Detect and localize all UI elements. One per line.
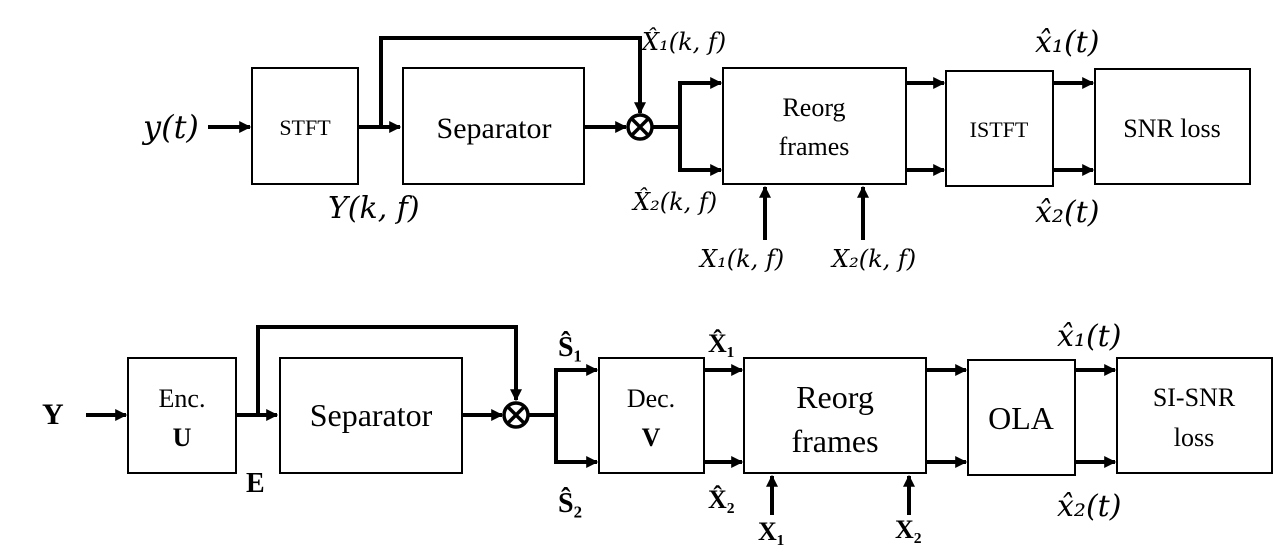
top-input-label: y(t) — [141, 108, 199, 146]
bottom-separator-label: Separator — [310, 397, 433, 433]
istft-block — [945, 70, 1054, 187]
si-snr-loss-block — [1116, 357, 1273, 474]
top-out2-label: x̂₂(t) — [1035, 195, 1099, 230]
encoder-label: Enc. — [159, 384, 206, 413]
top-separator-label: Separator — [437, 112, 552, 145]
top-pipeline: y(t) STFT Y(k, f) Separator X̂₁(k, f) X̂… — [141, 25, 1251, 273]
top-multiply-icon — [626, 113, 654, 141]
stft-label: STFT — [279, 115, 331, 140]
x2hat-label: X̂₂ — [708, 485, 735, 514]
bottom-multiply-icon — [502, 401, 530, 429]
bottom-out1-label: x̂₁(t) — [1057, 319, 1121, 354]
x1hat-label: X̂₁ — [708, 329, 735, 358]
top-ref1-label: X₁(k, f) — [698, 245, 784, 273]
bottom-input-label: Y — [42, 398, 64, 431]
decoder-matrix-label: V — [642, 423, 661, 452]
mask-top-label: X̂₁(k, f) — [640, 28, 726, 56]
bottom-ref2-label: X₂ — [895, 515, 922, 544]
mask-bottom-label: X̂₂(k, f) — [631, 188, 717, 216]
decoder-label: Dec. — [627, 384, 675, 413]
istft-label: ISTFT — [970, 117, 1029, 142]
top-reorg-label-2: frames — [779, 132, 850, 161]
top-ref2-label: X₂(k, f) — [830, 245, 916, 273]
bottom-skip-connection — [256, 325, 522, 415]
bottom-separator-block — [279, 357, 463, 474]
top-reorg-block — [722, 67, 907, 185]
bottom-reorg-label-2: frames — [791, 423, 878, 459]
bottom-reorg-label-1: Reorg — [796, 379, 874, 415]
encoder-block — [127, 357, 237, 474]
snr-loss-label: SNR loss — [1123, 114, 1221, 143]
top-skip-connection — [379, 36, 646, 127]
si-snr-loss-label-2: loss — [1174, 423, 1214, 452]
s1-label: Ŝ₁ — [558, 332, 582, 363]
ola-block — [967, 359, 1076, 476]
top-separator-block — [402, 67, 585, 185]
spectrum-label: Y(k, f) — [328, 191, 420, 226]
embedding-label: E — [246, 468, 265, 499]
top-reorg-label-1: Reorg — [782, 93, 845, 122]
ola-label: OLA — [988, 400, 1054, 436]
bottom-reorg-block — [743, 357, 927, 474]
bottom-ref1-label: X₁ — [758, 517, 785, 546]
top-out1-label: x̂₁(t) — [1035, 25, 1099, 60]
bottom-pipeline: Y Enc. U E Separator Ŝ₁ Ŝ₂ Dec. V — [42, 319, 1273, 546]
s2-label: Ŝ₂ — [558, 488, 582, 519]
snr-loss-block — [1094, 68, 1251, 185]
decoder-block — [598, 357, 705, 474]
bottom-out2-label: x̂₂(t) — [1057, 489, 1121, 524]
encoder-matrix-label: U — [173, 423, 192, 452]
si-snr-loss-label-1: SI-SNR — [1153, 383, 1236, 412]
